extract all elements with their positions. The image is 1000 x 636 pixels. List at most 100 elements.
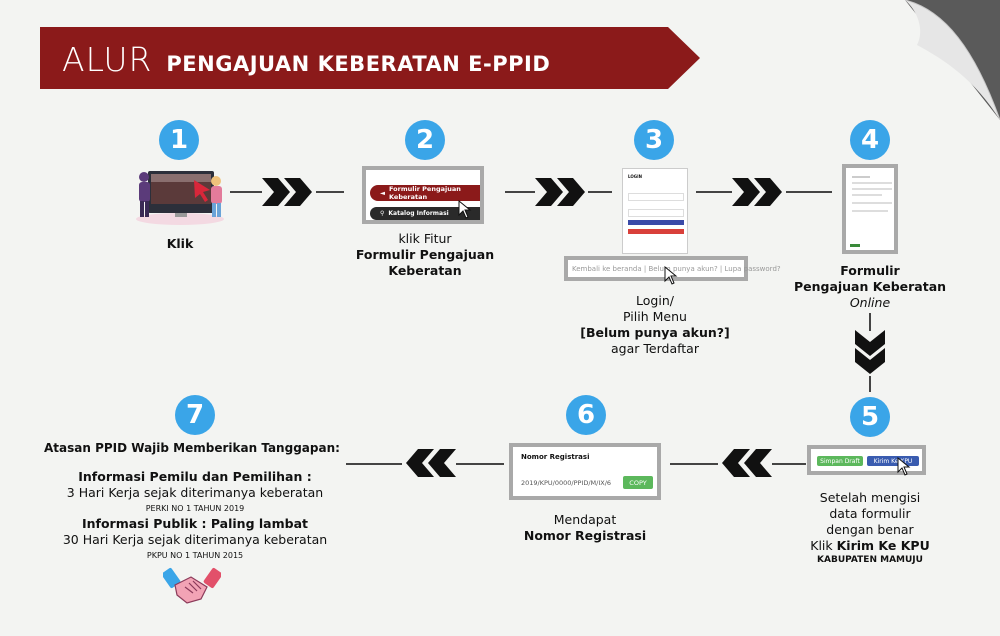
handshake-icon: [163, 567, 221, 604]
title-alur: ALUR: [62, 40, 153, 79]
step-6-line2: Nomor Registrasi: [523, 528, 647, 543]
login-links: Kembali ke beranda | Belum punya akun? |…: [564, 256, 781, 281]
step-2-caption: klik Fitur Formulir Pengajuan Keberatan: [340, 231, 510, 279]
header-banner: [40, 27, 700, 89]
double-chevron-right-icon: [732, 178, 782, 206]
step-7-item-2-ref: PKPU NO 1 TAHUN 2015: [146, 551, 244, 560]
connector-line: [772, 463, 806, 465]
step-3-line4: agar Terdaftar: [611, 341, 699, 356]
page-curl-icon: [905, 0, 1000, 120]
save-draft-label: Simpan Draft: [820, 457, 860, 465]
form-screenshot: [842, 164, 898, 254]
step-5-caption: Setelah mengisi data formulir dengan ben…: [790, 490, 950, 566]
step-1-caption: Klik: [166, 236, 194, 251]
step-3-line2: Pilih Menu: [623, 309, 687, 324]
form-line: [852, 182, 892, 184]
connector-line: [670, 463, 718, 465]
double-chevron-left-icon: [722, 449, 772, 477]
step-6-caption: Mendapat Nomor Registrasi: [505, 512, 665, 544]
step-7-number: 7: [175, 395, 215, 435]
step-5-line5: KABUPATEN MAMUJU: [817, 555, 923, 565]
double-chevron-right-icon: [262, 178, 312, 206]
step-1-number: 1: [159, 120, 199, 160]
copy-button-label: COPY: [629, 478, 647, 487]
step-5-line3: dengan benar: [826, 522, 914, 537]
copy-button: COPY: [623, 476, 653, 489]
registration-box-title: Nomor Registrasi: [521, 453, 590, 461]
double-chevron-right-icon: [535, 178, 585, 206]
step-5-line4: Klik Kirim Ke KPU: [790, 538, 950, 554]
connector-line: [786, 191, 832, 193]
login-google-button: [628, 229, 684, 234]
step-7-item-2-line1: Informasi Publik : Paling lambat: [81, 516, 308, 531]
step-7-item-1: Informasi Pemilu dan Pemilihan : 3 Hari …: [40, 469, 350, 517]
cursor-icon: [458, 200, 472, 219]
login-username-field: [628, 193, 684, 201]
step-7-item-2: Informasi Publik : Paling lambat 30 Hari…: [40, 516, 350, 564]
step-5-line2: data formulir: [829, 506, 911, 521]
search-icon: ⚲: [380, 210, 385, 217]
connector-line: [869, 376, 871, 392]
step-4-line3: Online: [849, 295, 891, 310]
registration-number-value: 2019/KPU/0000/PPID/M/IX/6: [521, 479, 612, 487]
step-6-number: 6: [566, 395, 606, 435]
save-draft-button: Simpan Draft: [817, 456, 863, 466]
step-3-caption: Login/ Pilih Menu [Belum punya akun?] ag…: [570, 293, 740, 357]
step-7-item-2-line2: 30 Hari Kerja sejak diterimanya keberata…: [62, 532, 328, 547]
step-5-line4-pre: Klik: [810, 538, 837, 553]
step-2-line3: Keberatan: [388, 263, 462, 278]
step-7-item-1-line1: Informasi Pemilu dan Pemilihan :: [78, 469, 312, 484]
megaphone-icon: ◄: [380, 189, 385, 197]
connector-line: [696, 191, 732, 193]
send-to-kpu-button: Kirim Ke KPU: [867, 456, 919, 466]
step-2-line1: klik Fitur: [398, 231, 452, 246]
menu-item-formulir: ◄ Formulir Pengajuan Keberatan: [370, 185, 480, 201]
connector-line: [869, 313, 871, 331]
people-at-screen-icon: [136, 171, 224, 225]
menu-screenshot: ◄ Formulir Pengajuan Keberatan ⚲ Katalog…: [362, 166, 484, 224]
step-2-line2: Formulir Pengajuan: [355, 247, 495, 262]
form-line: [852, 210, 888, 212]
connector-line: [505, 191, 535, 193]
form-line: [852, 202, 892, 204]
login-button: [628, 220, 684, 225]
step-3-line1: Login/: [636, 293, 674, 308]
connector-line: [230, 191, 262, 193]
step-5-line4-bold: Kirim Ke KPU: [836, 538, 930, 553]
cursor-icon: [897, 457, 911, 476]
step-6-line1: Mendapat: [553, 512, 617, 527]
form-line: [852, 194, 882, 196]
double-chevron-down-icon: [855, 330, 885, 374]
step-4-caption: Formulir Pengajuan Keberatan Online: [790, 263, 950, 311]
send-to-kpu-label: Kirim Ke KPU: [873, 457, 913, 465]
connector-line: [316, 191, 344, 193]
submit-buttons-screenshot: Simpan Draft Kirim Ke KPU: [807, 445, 926, 475]
registration-screenshot: Nomor Registrasi 2019/KPU/0000/PPID/M/IX…: [509, 443, 661, 500]
menu-item-katalog: ⚲ Katalog Informasi: [370, 207, 480, 220]
connector-line: [346, 463, 402, 465]
double-chevron-left-icon: [406, 449, 456, 477]
form-line: [852, 188, 892, 190]
step-2-number: 2: [405, 120, 445, 160]
step-3-line3: [Belum punya akun?]: [580, 325, 730, 340]
login-form-screenshot: LOGIN: [622, 168, 688, 254]
menu-item-katalog-label: Katalog Informasi: [388, 210, 449, 217]
form-line: [852, 176, 870, 178]
form-button: [850, 244, 860, 247]
cursor-icon: [664, 266, 678, 285]
menu-item-formulir-label: Formulir Pengajuan Keberatan: [389, 185, 461, 201]
step-7-heading: Atasan PPID Wajib Memberikan Tanggapan:: [44, 441, 340, 455]
step-5-line1: Setelah mengisi: [819, 490, 921, 505]
step-7-item-1-line2: 3 Hari Kerja sejak diterimanya keberatan: [66, 485, 324, 500]
connector-line: [456, 463, 504, 465]
step-7-item-1-ref: PERKI NO 1 TAHUN 2019: [145, 504, 245, 513]
step-5-number: 5: [850, 397, 890, 437]
login-links-text: Kembali ke beranda | Belum punya akun? |…: [572, 264, 781, 273]
step-4-line1: Formulir: [840, 263, 900, 278]
step-4-number: 4: [850, 120, 890, 160]
page-title: ALUR PENGAJUAN KEBERATAN E-PPID: [62, 40, 550, 79]
login-password-field: [628, 209, 684, 217]
step-3-number: 3: [634, 120, 674, 160]
login-title: LOGIN: [628, 174, 642, 179]
connector-line: [588, 191, 612, 193]
